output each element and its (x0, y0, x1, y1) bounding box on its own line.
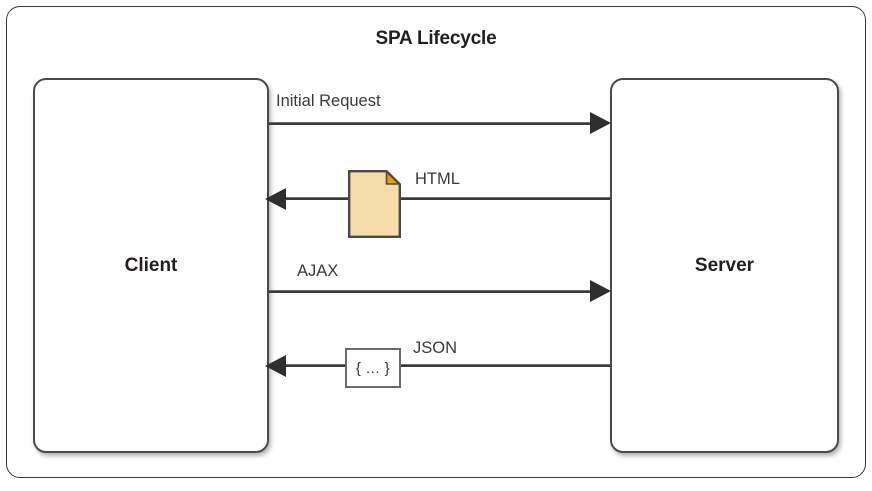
flow-json-arrowhead (265, 355, 286, 377)
diagram-title: SPA Lifecycle (375, 28, 497, 49)
flow-initial-request-label: Initial Request (276, 92, 381, 110)
flow-json-line (284, 364, 610, 367)
flow-html-arrowhead (265, 188, 286, 210)
flow-initial-request-line (269, 122, 594, 125)
node-client-label: Client (124, 254, 178, 276)
html-document-icon (348, 170, 401, 238)
node-server-label: Server (694, 254, 755, 276)
flow-ajax-label: AJAX (297, 262, 339, 280)
flow-html-line (284, 197, 610, 200)
diagram-frame (6, 6, 866, 478)
flow-ajax-arrowhead (590, 280, 611, 302)
flow-ajax-line (269, 290, 594, 293)
node-server: Server (610, 78, 839, 453)
flow-html-label: HTML (415, 170, 460, 188)
node-client: Client (33, 78, 269, 453)
flow-json-label: JSON (413, 339, 458, 357)
flow-initial-request-arrowhead (590, 112, 611, 134)
json-payload-box: { ... } (345, 348, 401, 388)
